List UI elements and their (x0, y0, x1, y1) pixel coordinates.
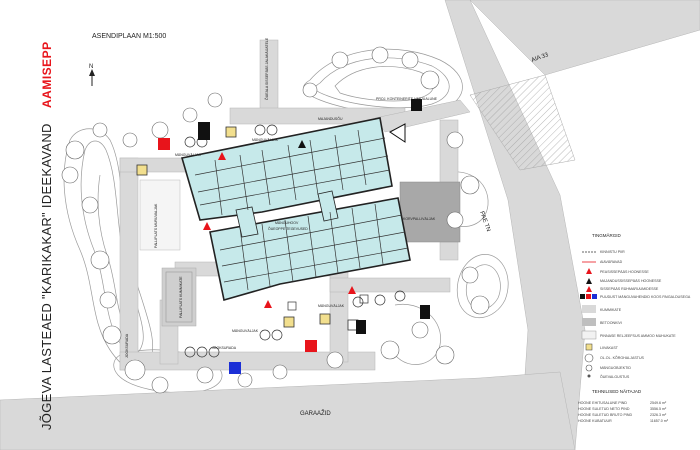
legend-item: PINNASE RELJEEFSUS AMMOO MUHUKATE (600, 334, 676, 338)
table-label: HOONE SULETUD NETO PIND (578, 407, 630, 411)
play-label: MÄNGUVÄLJAK (232, 329, 259, 333)
table-heading: TEHNILISED NÄITAJAD (592, 388, 642, 394)
play-label: MÄNGUVÄLJAK (252, 138, 279, 142)
sandpit-label: PALLIPLATS KUMMIKATE (179, 276, 183, 318)
hatched-lot (469, 74, 576, 171)
table-value: 11657.0 m³ (650, 419, 669, 423)
legend-item: KINNISTU PIIR (600, 250, 625, 254)
ballfield-pad (161, 267, 197, 327)
grass-field (139, 179, 181, 251)
north-arrow: N (89, 64, 95, 86)
trees (61, 46, 490, 394)
blue-marker (229, 362, 241, 374)
legend-heading: TINGMÄRGID (592, 232, 621, 238)
legend-item: PUUDUST MÄNGUVAHENDID KOOS PAIGALDUSEGA (600, 295, 691, 299)
play-objects (136, 99, 430, 358)
north-label: N (89, 64, 93, 70)
table-value: 2549.6 m² (650, 401, 667, 405)
track-label: JOOKSURADA (212, 346, 237, 350)
legend-item: MAJANDUSSISSEPÄÄS HOONESSE (600, 279, 662, 283)
plan-title: ASENDIPLAAN M1:500 (92, 33, 166, 40)
legend-item: MÄNGUOBJEKTID (600, 366, 631, 370)
field-label: PALLIPLATS MURUVALJAK (154, 203, 158, 248)
legend-item: PEASISSEPÄÄS HOONESSE (600, 270, 649, 274)
table-label: HOONE SULETUD BRUTO PIND (578, 413, 632, 417)
house-label: MAJANDUSÕU (318, 116, 343, 121)
legend-item: ÕUEVALGUSTUS (600, 374, 630, 379)
legend-item: OL.OL. KÕRGHALJASTUS (600, 355, 645, 360)
play-label: MÄNGUVÄLJAK (175, 153, 202, 157)
legend-item: AIAVÄRAVAD (600, 260, 623, 264)
entrance-markers (203, 152, 356, 308)
entrance-label: PROJ. KONTEINERITE VARJUALUNE (376, 97, 438, 101)
table-label: HOONE KUBATUUR (578, 419, 612, 423)
play-label: MÄNGUVÄLJAK (318, 304, 345, 308)
courtyard-label: MÄNGUHOOV (275, 221, 299, 225)
garage-label: GARAAŽID (300, 409, 331, 417)
table-value: 3556.5 m² (650, 407, 667, 411)
brand-title: AAMISEPP (40, 41, 54, 108)
corner-label: AIA 33 (531, 52, 550, 64)
courtyard-label: ÕUEOPPE TEGEVUSED (268, 226, 308, 231)
red-marker (158, 138, 170, 150)
track-label: JOOKSURADA (125, 333, 129, 358)
table-value: 2326.3 m² (650, 413, 667, 417)
legend-item: KUMMIKATE (600, 308, 622, 312)
project-title: JÕGEVA LASTEAED "KARIKAKAR" IDEEKAVAND (39, 123, 54, 430)
red-marker (305, 340, 317, 352)
access-label: ÕUEALA SISSEPÄÄS JALAKÄIJATELE (264, 37, 269, 100)
building (180, 117, 411, 302)
legend: TINGMÄRGID KINNISTU PIIR AIAVÄRAVAD PEAS… (578, 232, 691, 423)
legend-item: BETOONKIVI (600, 321, 622, 325)
main-entrance-icon (389, 123, 406, 143)
legend-item: SISSEPÄÄS RÜHMARUUMIDESSE (600, 287, 659, 291)
basketball-court (399, 181, 461, 243)
legend-item: LIIVAKAST (600, 346, 619, 350)
hoops-label: KORVPALLIVÄLJAK (403, 217, 436, 221)
table-label: HOONE EHITUSALUNE PIND (578, 401, 627, 405)
